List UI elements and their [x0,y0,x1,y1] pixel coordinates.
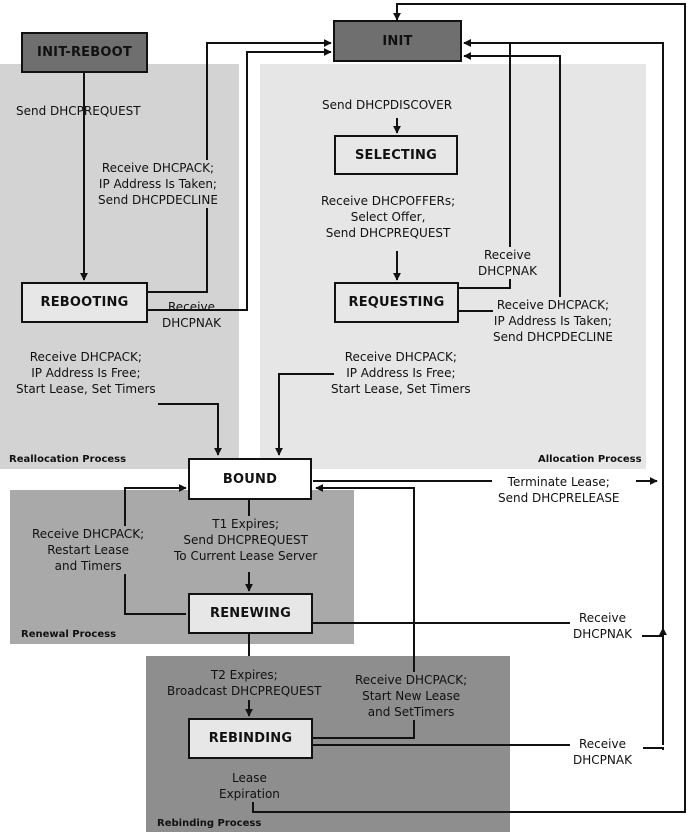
arrow-expiration-init [252,3,686,813]
label-renewing-ack: Receive DHCPACK; Restart Lease and Timer… [32,526,145,574]
label-reboot-decline: Receive DHCPACK; IP Address Is Taken; Se… [98,160,218,208]
label-offers: Receive DHCPOFFERs; Select Offer, Send D… [321,193,456,241]
label-rebinding-ack: Receive DHCPACK; Start New Lease and Set… [355,672,468,720]
state-init-reboot: INIT-REBOOT [21,32,148,73]
state-init: INIT [333,20,462,62]
label-terminate: Terminate Lease; Send DHCPRELEASE [498,475,620,505]
label-t1: T1 Expires; Send DHCPREQUEST To Current … [174,516,318,564]
label-rebooting-free: Receive DHCPACK; IP Address Is Free; Sta… [16,350,156,396]
label-t2: T2 Expires; Broadcast DHCPREQUEST [167,667,322,699]
label-send-dhcpdiscover: Send DHCPDISCOVER [322,97,453,113]
allocation-region-label: Allocation Process [538,454,642,465]
arrow-rebind-nak-bus [643,747,664,750]
arrow-renew-nak-bus [642,634,664,637]
label-requesting-decline: Receive DHCPACK; IP Address Is Taken; Se… [493,297,613,345]
arrow-bus-init [463,39,664,745]
arrow-requesting-bound [275,373,334,456]
label-rebinding-nak: Receive DHCPNAK [573,736,632,768]
state-rebinding: REBINDING [188,718,313,759]
arrow-rebooting-bound [158,403,222,456]
rebinding-region-label: Rebinding Process [157,818,262,829]
state-rebooting: REBOOTING [21,282,148,323]
renewal-region-label: Renewal Process [21,629,117,640]
state-selecting: SELECTING [334,135,458,175]
reallocation-region-label: Reallocation Process [9,454,127,465]
label-renewing-nak: Receive DHCPNAK [573,610,632,642]
state-renewing: RENEWING [188,593,313,634]
reallocation-region [0,64,239,469]
state-requesting: REQUESTING [334,282,459,323]
label-requesting-free: Receive DHCPACK; IP Address Is Free; Sta… [331,350,471,396]
label-lease-expiration: Lease Expiration [219,771,280,801]
allocation-region [260,64,646,469]
label-requesting-nak: Receive DHCPNAK [478,247,537,279]
arrow-rebooting-init-nak [148,48,332,311]
state-bound: BOUND [188,458,312,500]
label-send-dhcprequest: Send DHCPREQUEST [16,104,141,118]
label-rebooting-nak: Receive DHCPNAK [162,300,221,330]
arrow-rebinding-bound [313,484,415,739]
